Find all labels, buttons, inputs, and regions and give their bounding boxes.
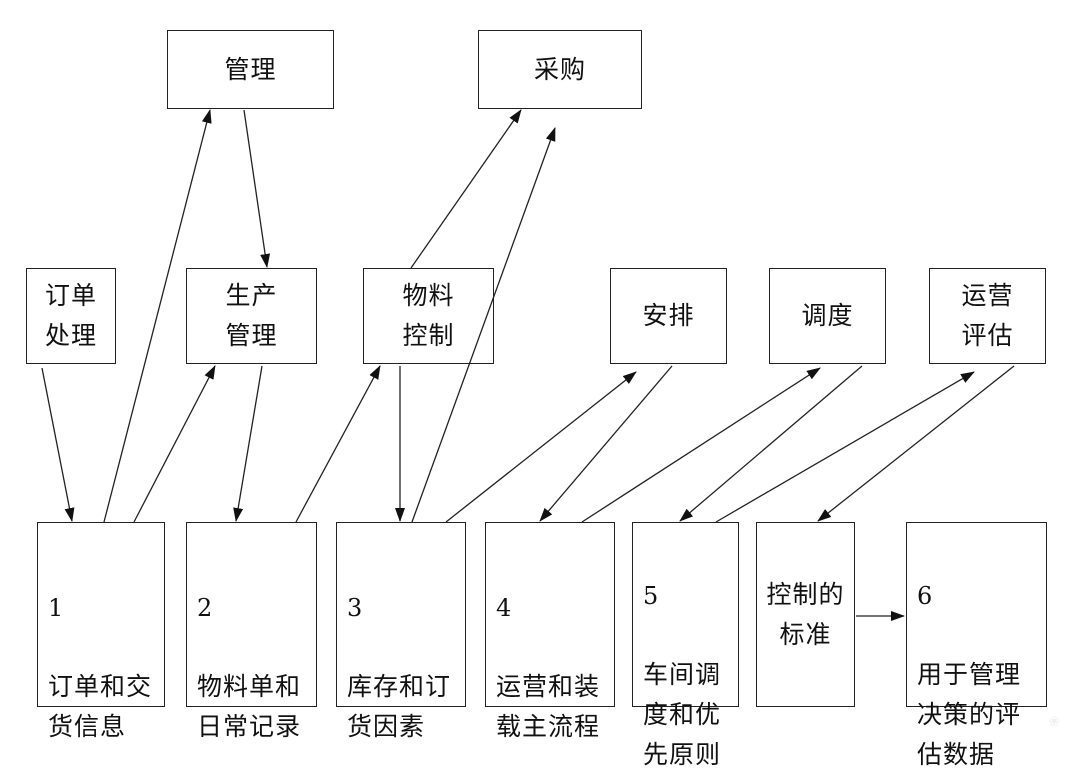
arrow-node-2-to-material-control — [295, 365, 381, 523]
node-material-control: 物料 控制 — [363, 268, 494, 364]
node-operations-evaluation-label: 运营 评估 — [961, 281, 1014, 350]
watermark-logo: ❀ — [1048, 714, 1060, 730]
node-3-number: 3 — [347, 594, 364, 622]
node-3-inventory-ordering: 3 库存和订 货因素 — [336, 522, 466, 741]
node-5-label: 车间调 度和优 先原则 — [643, 660, 722, 770]
arrow-node-5-to-operations-evaluation — [715, 371, 975, 523]
node-material-control-label: 物料 控制 — [402, 281, 455, 350]
node-2-bom-daily-records: 2 物料单和 日常记录 — [186, 522, 317, 741]
node-control-standards: 控制的 标准 — [756, 522, 855, 707]
arrow-dispatch-to-node-5 — [679, 365, 863, 522]
arrow-production-to-node-2 — [233, 365, 263, 522]
arrow-node-1-to-production — [133, 365, 216, 523]
node-4-operations-loading: 4 运营和装 载主流程 — [485, 522, 615, 741]
node-5-shop-scheduling: 5 车间调 度和优 先原则 — [632, 522, 739, 769]
node-2-number: 2 — [197, 594, 214, 622]
node-6-evaluation-data: 6 用于管理 决策的评 估数据 — [906, 522, 1047, 769]
arrow-management-to-production — [243, 109, 271, 268]
node-5-number: 5 — [643, 582, 660, 610]
node-dispatch: 调度 — [769, 268, 886, 364]
node-operations-evaluation: 运营 评估 — [929, 268, 1046, 364]
arrow-arrangement-to-node-4 — [539, 365, 673, 522]
arrow-material-control-to-procurement — [410, 109, 522, 269]
node-4-number: 4 — [496, 594, 513, 622]
node-1-number: 1 — [48, 594, 65, 622]
node-4-label: 运营和装 载主流程 — [496, 672, 601, 742]
node-production-management: 生产 管理 — [186, 268, 317, 364]
node-2-label: 物料单和 日常记录 — [197, 672, 302, 742]
diagram-canvas: 管理 采购 订单 处理 生产 管理 物料 控制 安排 调度 运营 评估 1 订单… — [26, 30, 1060, 769]
node-1-label: 订单和交 货信息 — [48, 672, 153, 742]
node-procurement: 采购 — [478, 30, 642, 109]
arrow-operations-evaluation-to-control-standards — [817, 365, 1015, 522]
node-order-processing-label: 订单 处理 — [44, 281, 97, 350]
node-dispatch-label: 调度 — [801, 301, 854, 330]
node-3-label: 库存和订 货因素 — [347, 672, 452, 742]
node-control-standards-label: 控制的 标准 — [766, 579, 845, 649]
node-6-label: 用于管理 决策的评 估数据 — [917, 660, 1022, 770]
node-management-label: 管理 — [224, 54, 277, 84]
node-1-order-delivery-info: 1 订单和交 货信息 — [37, 522, 165, 741]
node-order-processing: 订单 处理 — [26, 268, 116, 364]
node-arrangement: 安排 — [610, 268, 727, 364]
arrow-node-4-to-dispatch — [581, 367, 821, 523]
node-management: 管理 — [167, 30, 334, 109]
node-arrangement-label: 安排 — [642, 301, 695, 330]
node-production-management-label: 生产 管理 — [225, 281, 278, 350]
arrow-order-processing-to-node-1 — [41, 367, 75, 522]
node-procurement-label: 采购 — [533, 54, 586, 84]
arrow-node-3-to-arrangement — [445, 371, 637, 523]
node-6-number: 6 — [917, 582, 934, 610]
